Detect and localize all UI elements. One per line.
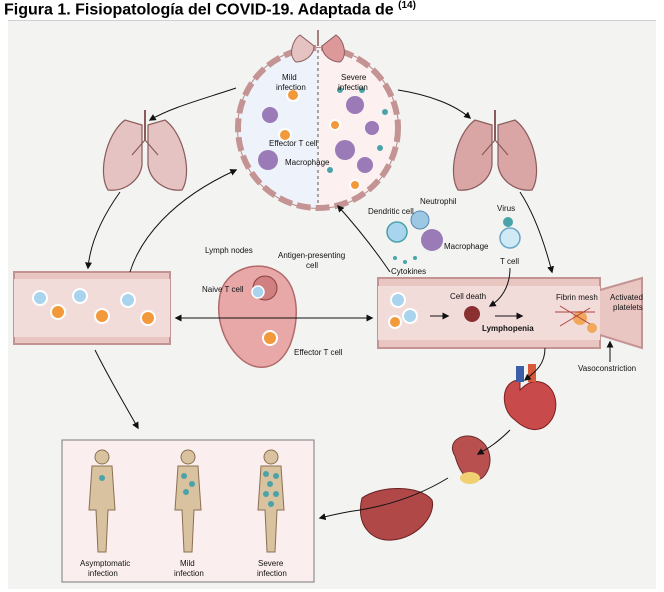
virus-particle bbox=[382, 109, 388, 115]
virus-particle bbox=[337, 87, 343, 93]
neutrophil-cell bbox=[410, 210, 430, 230]
heart-icon bbox=[503, 364, 557, 430]
blood-vessel-left bbox=[13, 271, 171, 345]
dendritic-cell-label: Dendritic cell bbox=[368, 207, 414, 216]
effector-t-cell bbox=[349, 179, 361, 191]
t-cell bbox=[499, 227, 521, 249]
lymph-node: Lymph nodes Antigen-presenting cell Naiv… bbox=[202, 246, 345, 368]
t-cell-blue bbox=[402, 308, 418, 324]
naive-t-cell bbox=[251, 285, 265, 299]
outcome-label-line1: Severe bbox=[258, 559, 284, 568]
alveolus-severe-line1: Severe bbox=[341, 73, 367, 82]
body-mild bbox=[174, 449, 202, 553]
fibrin-mesh-label: Fibrin mesh bbox=[556, 293, 598, 302]
cell-death-label: Cell death bbox=[450, 292, 486, 301]
macrophage-cell bbox=[262, 107, 278, 123]
figure-heading: Figura 1. Fisiopatología del COVID-19. A… bbox=[4, 0, 416, 19]
body-severe bbox=[257, 449, 285, 553]
t-cell-orange bbox=[50, 304, 66, 320]
effector-t-cell bbox=[278, 128, 292, 142]
lymph-nodes-label: Lymph nodes bbox=[205, 246, 253, 255]
alveolus-effector-t-cell-label: Effector T cell bbox=[269, 139, 318, 148]
alveolus-severe-line2: infection bbox=[338, 83, 368, 92]
dying-cell bbox=[464, 306, 480, 322]
outcome-label-line2: infection bbox=[257, 569, 287, 578]
small-lungs-icon bbox=[291, 30, 345, 63]
arrow-left-lungs-to-vessel bbox=[85, 191, 121, 270]
virus-particle bbox=[377, 145, 383, 151]
outcome-label-line1: Asymptomatic bbox=[80, 559, 130, 568]
arrow-vessel-to-heart bbox=[523, 347, 546, 381]
alveolus: Mild infection Severe infection Effector… bbox=[235, 45, 401, 211]
virus-particle bbox=[327, 167, 333, 173]
macrophage-cell bbox=[335, 140, 355, 160]
cytokines-label: Cytokines bbox=[391, 267, 426, 276]
outcome-label-line1: Mild bbox=[180, 559, 195, 568]
t-cell-label: T cell bbox=[500, 257, 519, 266]
arrow-heart-to-kidney bbox=[476, 429, 511, 455]
apc-label-line2: cell bbox=[306, 261, 318, 270]
outcomes-panel: Asymptomatic infection Mild infection Se… bbox=[61, 439, 315, 583]
alveolus-macrophage-label: Macrophage bbox=[285, 158, 330, 167]
arrow-vessel-to-alveolus bbox=[129, 169, 238, 273]
virus-particle bbox=[503, 217, 513, 227]
vasoconstriction-label: Vasoconstriction bbox=[578, 364, 636, 373]
macrophage-cell bbox=[346, 96, 364, 114]
t-cell-blue bbox=[72, 288, 88, 304]
dendritic-cell bbox=[386, 221, 408, 243]
liver-icon bbox=[360, 488, 434, 541]
alveolus-mild-line2: infection bbox=[276, 83, 306, 92]
lymphopenia-label: Lymphopenia bbox=[482, 324, 534, 333]
macrophage-cell bbox=[357, 157, 373, 173]
effector-t-cell bbox=[262, 330, 278, 346]
activated-platelet bbox=[587, 323, 597, 333]
apc-label-line1: Antigen-presenting bbox=[278, 251, 345, 260]
effector-t-cell bbox=[286, 88, 300, 102]
arrow-t-cell-to-death bbox=[488, 267, 511, 307]
arrow-right-lungs-to-vessel bbox=[519, 191, 554, 274]
macrophage-cell bbox=[258, 150, 278, 170]
lungs-left-icon bbox=[102, 110, 188, 191]
effector-t-cell bbox=[329, 119, 341, 131]
flow-arrows bbox=[85, 87, 614, 521]
activated-platelets-line1: Activated bbox=[610, 293, 643, 302]
figure-heading-ref: (14) bbox=[398, 0, 416, 11]
virus-particle bbox=[359, 87, 365, 93]
t-cell-orange bbox=[94, 308, 110, 324]
lungs-right-icon bbox=[452, 110, 538, 191]
outcome-label-line2: infection bbox=[174, 569, 204, 578]
virus-label: Virus bbox=[497, 204, 515, 213]
macrophage-label: Macrophage bbox=[444, 242, 489, 251]
figure-heading-text: Figura 1. Fisiopatología del COVID-19. A… bbox=[4, 1, 394, 19]
activated-platelets-line2: platelets bbox=[613, 303, 643, 312]
t-cell-blue bbox=[390, 292, 406, 308]
arrow-vessel-to-outcomes bbox=[94, 349, 139, 430]
neutrophil-label: Neutrophil bbox=[420, 197, 457, 206]
arrow-organs-to-outcomes bbox=[318, 477, 449, 521]
t-cell-blue bbox=[120, 292, 136, 308]
arrow-alveolus-to-right-lungs bbox=[397, 89, 472, 119]
alveolus-mild-line1: Mild bbox=[282, 73, 297, 82]
fibrin-mesh bbox=[555, 305, 595, 327]
body-asymptomatic bbox=[88, 449, 116, 553]
kidney-icon bbox=[452, 435, 491, 484]
t-cell-orange bbox=[388, 315, 402, 329]
blood-vessel-right: Cell death Lymphopenia Fibrin mesh Activ… bbox=[377, 276, 643, 373]
arrow-alveolus-to-left-lungs bbox=[148, 87, 237, 121]
t-cell-blue bbox=[32, 290, 48, 306]
innate-cells: Dendritic cell Neutrophil Macrophage Vir… bbox=[368, 197, 521, 276]
arrow-innate-to-alveolus bbox=[337, 204, 391, 273]
naive-t-cell-label: Naive T cell bbox=[202, 285, 244, 294]
outcome-label-line2: infection bbox=[88, 569, 118, 578]
macrophage-cell bbox=[365, 121, 379, 135]
macrophage-cell bbox=[421, 229, 443, 251]
t-cell-orange bbox=[140, 310, 156, 326]
effector-t-cell-label: Effector T cell bbox=[294, 348, 343, 357]
